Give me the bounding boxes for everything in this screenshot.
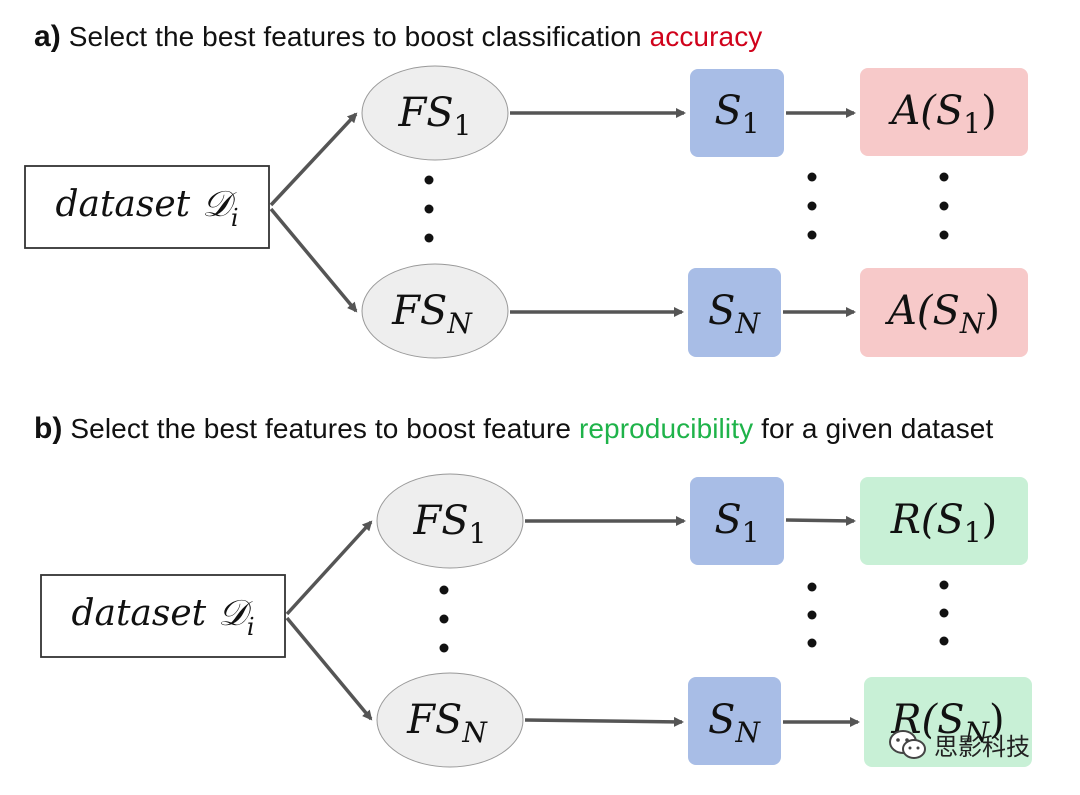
reproducibility-label-top: R(S1) xyxy=(890,497,998,549)
ellipsis-dots-a xyxy=(424,172,949,243)
section-a-heading: a) Select the best features to boost cla… xyxy=(34,20,762,54)
fs-label-bottom-b: FSN xyxy=(406,697,488,749)
arrow-s-to-metric-top-b xyxy=(785,515,856,526)
section-a-label: a) xyxy=(34,20,61,53)
fs-label-top-b: FS1 xyxy=(413,498,487,550)
s-node-top-a xyxy=(690,69,784,157)
arrow-fs-to-s-bottom-b xyxy=(524,716,684,727)
dataset-box-a xyxy=(24,165,270,249)
s-node-bottom-b xyxy=(688,677,781,765)
arrow-dataset-to-fs-top-b xyxy=(285,520,373,616)
arrow-dataset-to-fs-top-a xyxy=(269,112,358,207)
accuracy-node-bottom xyxy=(860,268,1028,357)
s-node-bottom-a xyxy=(688,268,781,357)
section-b-label: b) xyxy=(34,412,63,445)
arrows-b xyxy=(285,515,860,727)
reproducibility-node-top xyxy=(860,477,1028,565)
s-label-top-a: S1 xyxy=(714,88,759,140)
wechat-icon xyxy=(889,729,926,759)
fs-node-top-b xyxy=(376,473,524,569)
section-a-text: Select the best features to boost classi… xyxy=(68,21,642,52)
section-b-highlight: reproducibility xyxy=(578,413,754,444)
dataset-box-b xyxy=(40,574,286,658)
fs-label-top-a: FS1 xyxy=(398,90,472,142)
accuracy-node-top xyxy=(860,68,1028,156)
s-label-bottom-b: SN xyxy=(708,697,761,749)
s-node-top-b xyxy=(690,477,784,565)
arrow-dataset-to-fs-bottom-b xyxy=(285,616,373,721)
ellipsis-dots-b xyxy=(439,580,949,653)
fs-node-top-a xyxy=(361,65,509,161)
fs-node-bottom-a xyxy=(361,263,509,359)
watermark-text: 思影科技 xyxy=(934,733,1030,761)
accuracy-label-bottom: A(SN) xyxy=(884,288,1000,340)
arrows-a xyxy=(269,108,856,317)
s-label-bottom-a: SN xyxy=(708,288,761,340)
arrow-dataset-to-fs-bottom-a xyxy=(269,207,358,313)
section-a-highlight: accuracy xyxy=(649,21,763,52)
accuracy-label-top: A(S1) xyxy=(887,88,996,140)
fs-label-bottom-a: FSN xyxy=(391,288,473,340)
s-label-top-b: S1 xyxy=(714,497,759,549)
section-b-text-after: for a given dataset xyxy=(761,413,994,444)
watermark: 思影科技 xyxy=(888,727,1030,762)
fs-node-bottom-b xyxy=(376,672,524,768)
section-b-heading: b) Select the best features to boost fea… xyxy=(34,412,993,446)
section-b-text-before: Select the best features to boost featur… xyxy=(70,413,572,444)
